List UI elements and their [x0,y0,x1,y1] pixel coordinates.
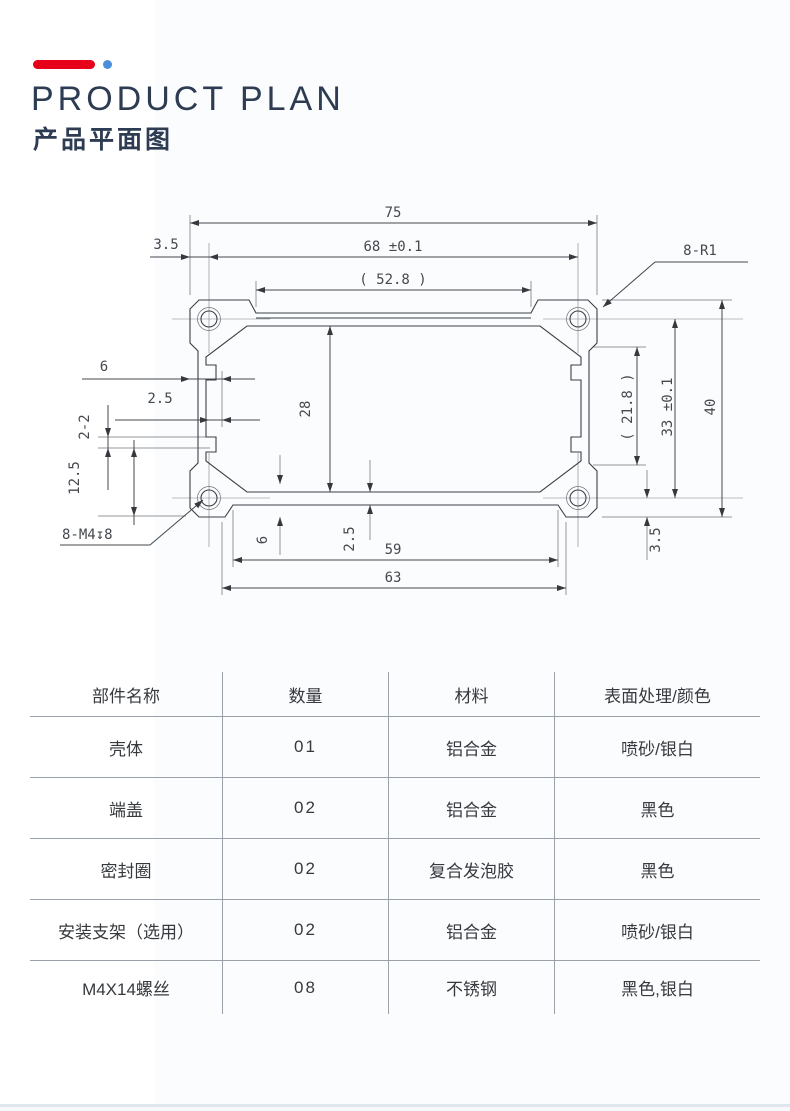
col-header-part: 部件名称 [30,672,223,717]
table-row: 01 [223,717,389,778]
screw-hole-top-right [569,310,587,328]
page-title: PRODUCT PLAN [31,80,345,118]
col-header-material: 材料 [389,672,555,717]
dim-hole-spacing: 68 ±0.1 [363,239,422,255]
dim-hole-span-vertical: 33 ±0.1 [660,377,676,436]
table-row: 02 [223,900,389,961]
table-row: 密封圈 [30,839,223,900]
spec-table: 部件名称 数量 材料 表面处理/颜色 壳体 01 铝合金 喷砂/银白 端盖 02… [30,672,760,1014]
bottom-divider [0,1104,790,1107]
technical-drawing: 75 68 ±0.1 3.5 ( 52.8 ) 8-R1 6 2.5 2-2 1… [60,195,790,627]
table-row: 铝合金 [389,717,555,778]
screw-hole-top-left [200,310,218,328]
screw-hole-bottom-left [200,489,218,507]
table-row: 铝合金 [389,900,555,961]
inner-cavity [205,325,582,493]
bottom-strip [0,1107,790,1111]
thread-circle-top-right [566,307,590,331]
table-row: 黑色,银白 [621,980,694,999]
table-row: 复合发泡胶 [389,839,555,900]
dim-screw-note: 8-M4↧8 [62,527,113,543]
col-header-qty: 数量 [223,672,389,717]
table-row: 02 [223,839,389,900]
table-row: 端盖 [30,778,223,839]
dim-right-window: ( 21.8 ) [620,373,636,440]
screw-hole-bottom-right [569,489,587,507]
table-row: 黑色 [555,778,760,839]
profile-cross-section-svg: 75 68 ±0.1 3.5 ( 52.8 ) 8-R1 6 2.5 2-2 1… [60,205,748,595]
table-row: 壳体 [30,717,223,778]
dim-corner-radius: 8-R1 [683,243,717,259]
table-row: 08 [223,961,389,1014]
table-row: 喷砂/银白 [555,900,760,961]
dimension-lines [60,222,748,589]
dim-edge-offset-bottom: 3.5 [648,527,664,552]
dim-inner-height: 28 [298,401,314,418]
extension-lines [98,215,732,595]
table-row: 黑色 [555,839,760,900]
dim-bottom-wall: 2.5 [342,526,358,551]
table-row: M4X14螺丝 [30,961,223,1014]
red-dash-accent [33,60,95,69]
thread-circle-bottom-left [197,486,221,510]
dimension-labels: 75 68 ±0.1 3.5 ( 52.8 ) 8-R1 6 2.5 2-2 1… [62,205,719,586]
dim-rail-slot: 2-2 [77,414,93,439]
profile-outline [189,299,598,518]
thread-circle-top-left [197,307,221,331]
dimension-arrows [105,220,725,591]
dim-edge-offset-top: 3.5 [153,237,178,253]
dim-overall-width: 75 [385,205,402,221]
table-row: 02 [223,778,389,839]
dim-left-wall: 2.5 [147,391,172,407]
table-row: 安装支架（选用） [30,900,223,961]
thread-circle-bottom-right [566,486,590,510]
dim-bottom-rail: 6 [255,536,271,544]
table-row: 不锈钢 [389,961,555,1014]
outer-contour [189,299,598,518]
table-row: 喷砂/银白 [555,717,760,778]
dim-left-rail: 6 [100,359,108,375]
dim-bottom-outer-width: 63 [385,570,402,586]
page-subtitle: 产品平面图 [33,126,174,154]
table-row: 铝合金 [389,778,555,839]
dim-overall-height: 40 [703,399,719,416]
background-tint [154,0,790,1104]
dim-bottom-inner-width: 59 [385,542,402,558]
center-lines [172,243,743,547]
col-header-finish: 表面处理/颜色 [555,672,760,717]
blue-dot-accent [103,60,112,69]
dim-top-flat: ( 52.8 ) [359,272,426,288]
dim-rail-offset: 12.5 [67,461,83,495]
